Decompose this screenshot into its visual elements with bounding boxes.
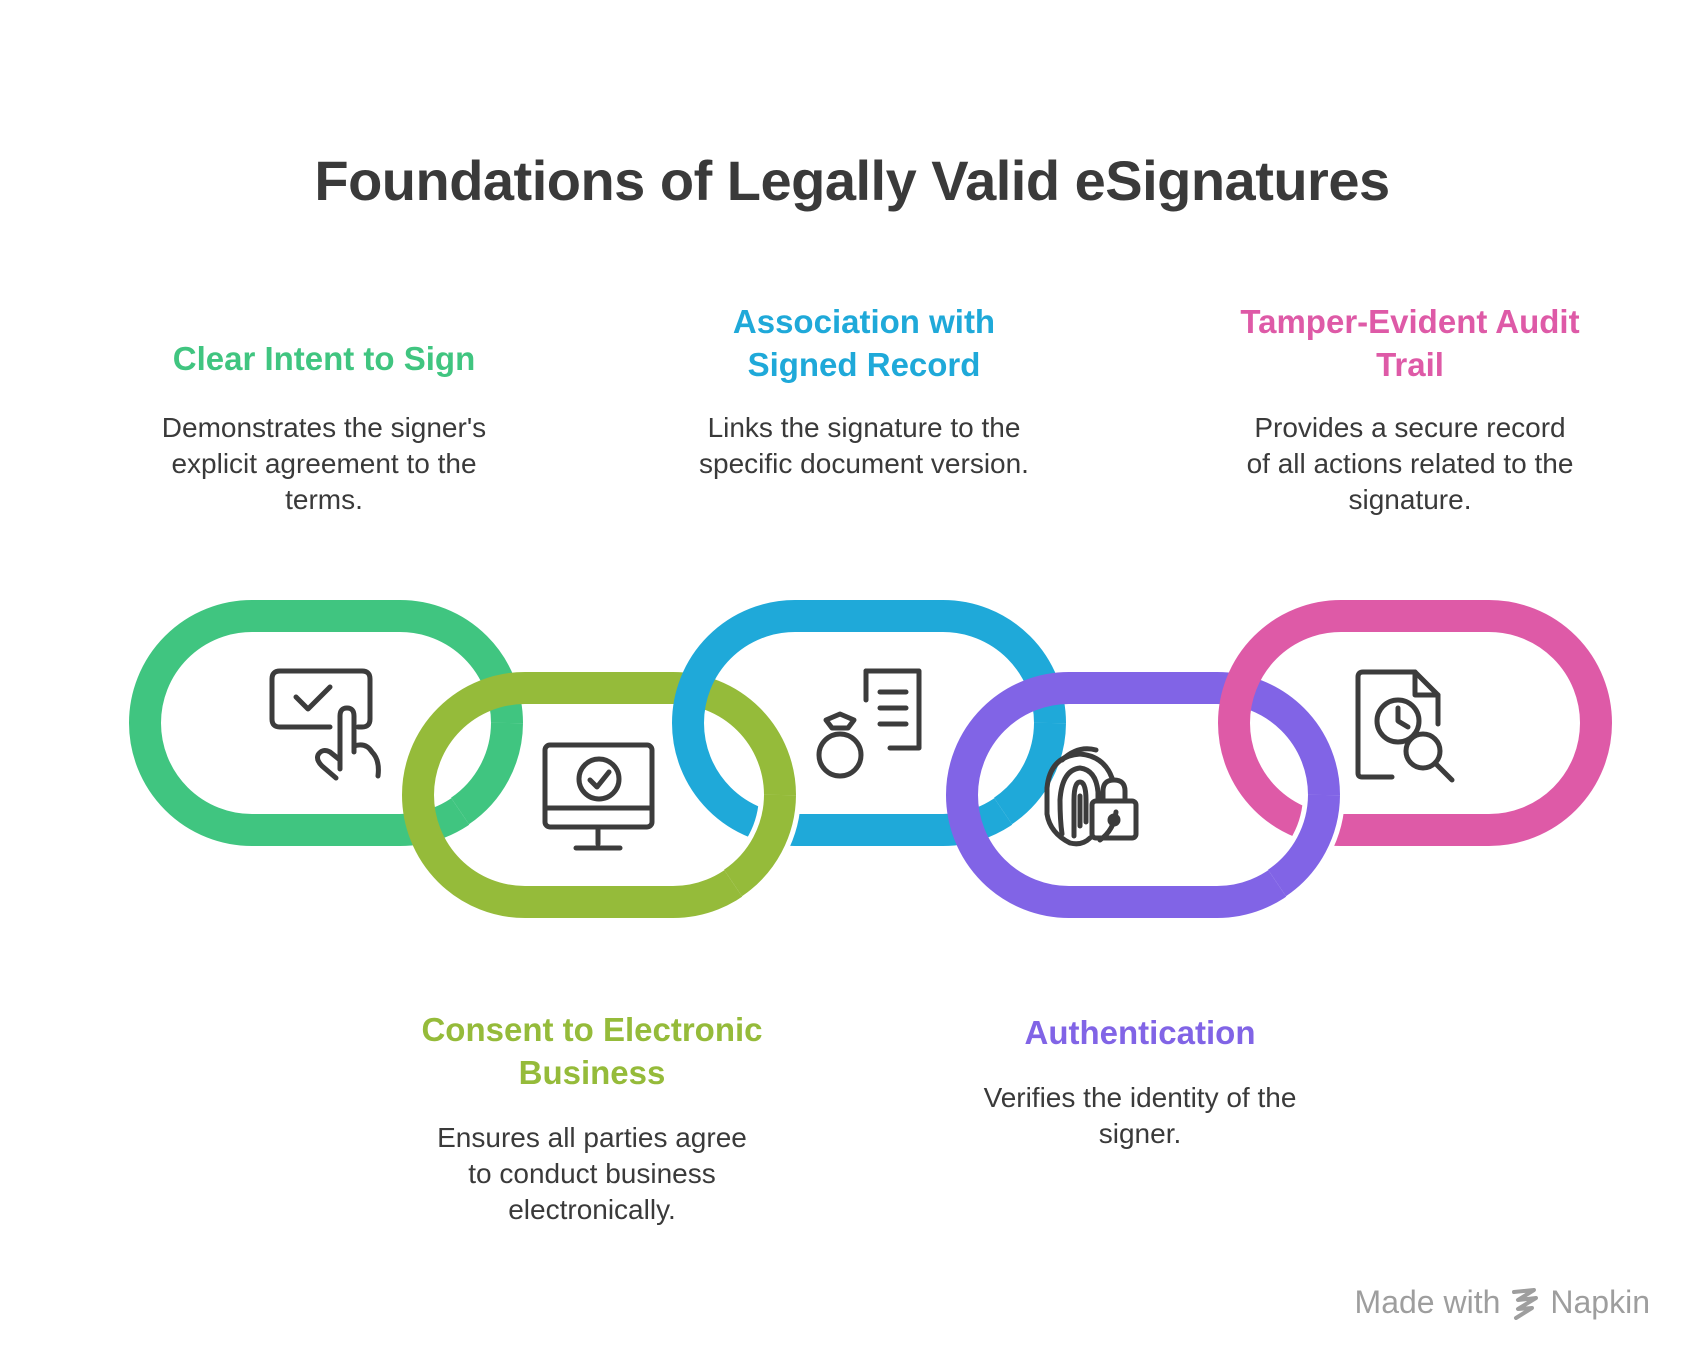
chain-link-5 bbox=[1218, 600, 1612, 846]
chain-overlay-1 bbox=[447, 722, 528, 829]
napkin-logo-icon bbox=[1512, 1287, 1539, 1320]
step-4-description: Verifies the identity of the signer. bbox=[983, 1082, 1297, 1149]
chain-links bbox=[129, 600, 1612, 918]
document-clock-search-icon bbox=[1355, 669, 1455, 783]
step-3-text: Association with Signed Record Links the… bbox=[664, 300, 1064, 482]
footer-prefix: Made with bbox=[1354, 1284, 1501, 1320]
step-5-description: Provides a secure record of all actions … bbox=[1246, 412, 1574, 515]
step-5-text: Tamper-Evident Audit Trail Provides a se… bbox=[1210, 300, 1610, 518]
step-2-text: Consent to Electronic Business Ensures a… bbox=[392, 1008, 792, 1228]
step-4-text: Authentication Verifies the identity of … bbox=[940, 1011, 1340, 1152]
footer-brand: Napkin bbox=[1550, 1284, 1650, 1320]
step-1-heading: Clear Intent to Sign bbox=[172, 340, 476, 377]
step-5-heading: Tamper-Evident Audit Trail bbox=[1240, 303, 1580, 383]
monitor-check-icon bbox=[542, 742, 655, 851]
chain-overlay-3 bbox=[990, 722, 1071, 829]
step-3-description: Links the signature to the specific docu… bbox=[699, 412, 1029, 479]
step-1-description: Demonstrates the signer's explicit agree… bbox=[161, 412, 487, 515]
fingerprint-lock-icon bbox=[1044, 746, 1139, 847]
ring-document-icon bbox=[816, 668, 922, 779]
chain-overlay-4 bbox=[1264, 794, 1345, 901]
step-4-heading: Authentication bbox=[1024, 1014, 1256, 1051]
page-title: Foundations of Legally Valid eSignatures bbox=[314, 149, 1390, 212]
step-2-heading: Consent to Electronic Business bbox=[421, 1011, 763, 1091]
step-3-heading: Association with Signed Record bbox=[732, 303, 996, 383]
chain-overlay-2 bbox=[720, 794, 801, 901]
touch-checkbox-icon bbox=[269, 668, 381, 781]
step-1-text: Clear Intent to Sign Demonstrates the si… bbox=[124, 337, 524, 518]
made-with-napkin: Made with Napkin bbox=[1355, 1284, 1650, 1321]
step-2-description: Ensures all parties agree to conduct bus… bbox=[437, 1122, 747, 1225]
